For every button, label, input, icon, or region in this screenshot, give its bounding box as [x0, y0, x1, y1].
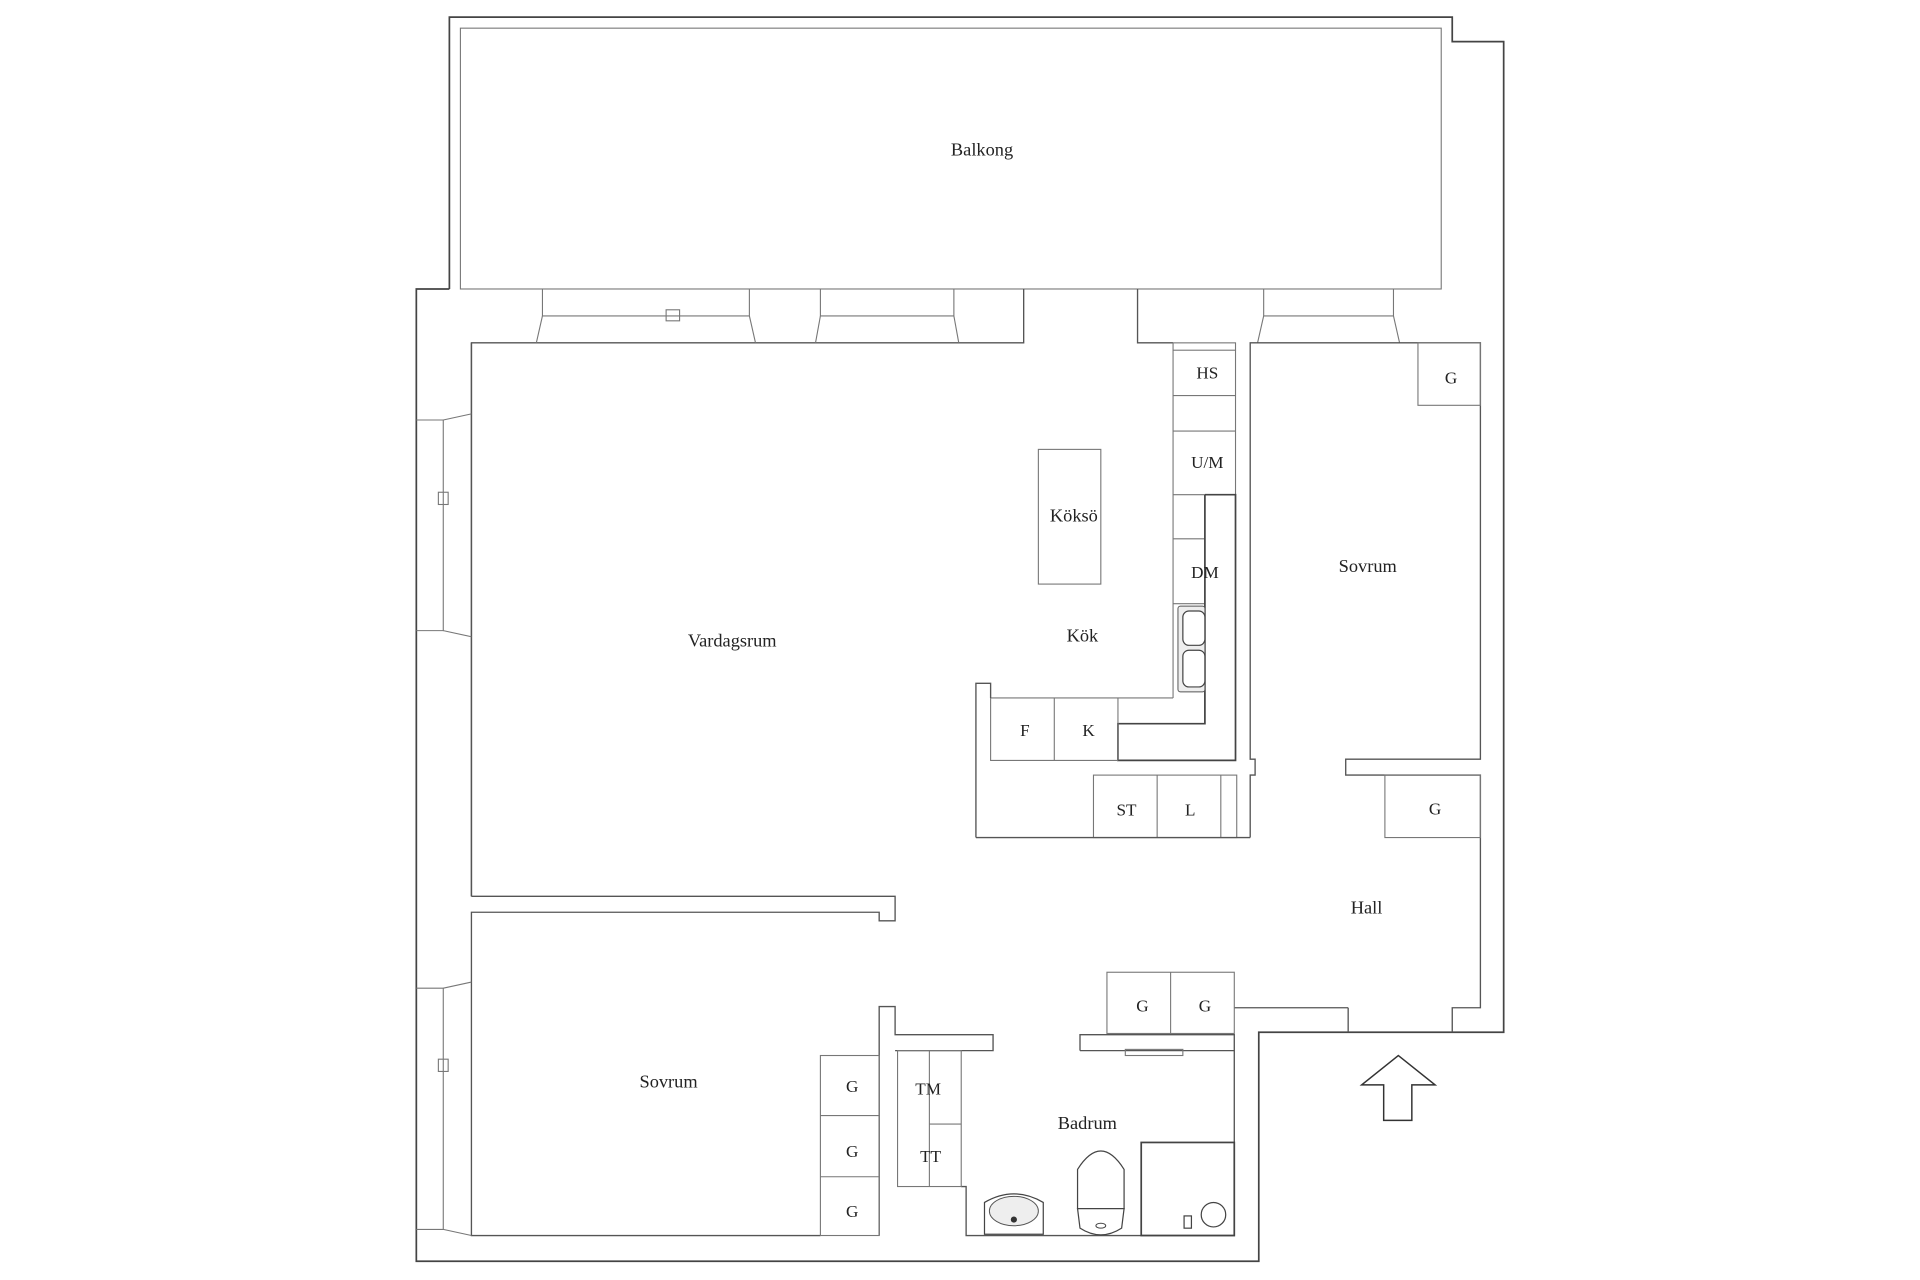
wardrobe-label: G — [1429, 799, 1441, 818]
fixture-dm: DM — [1191, 563, 1219, 582]
toilet-icon — [1076, 1150, 1125, 1236]
wardrobe-label: G — [1136, 996, 1148, 1015]
fixture-f: F — [1020, 721, 1030, 740]
wardrobe-label: G — [1445, 368, 1457, 387]
wardrobe-label: G — [846, 1142, 858, 1161]
fixture-hs: HS — [1196, 363, 1218, 382]
room-label-sovrum-bottom: Sovrum — [639, 1071, 697, 1091]
fixture-tt: TT — [920, 1147, 941, 1166]
bathroom-fixtures — [983, 1141, 1236, 1237]
room-label-sovrum-right: Sovrum — [1339, 556, 1397, 576]
wardrobe-label: G — [846, 1077, 858, 1096]
arrow-up-icon — [1359, 1054, 1438, 1122]
room-label-hall: Hall — [1351, 897, 1383, 917]
kitchen-island — [1037, 448, 1102, 585]
room-label-vardagsrum: Vardagsrum — [688, 631, 777, 651]
room-label-kok: Kök — [1067, 626, 1099, 646]
fixture-l: L — [1185, 801, 1195, 820]
wardrobe-label: G — [1199, 996, 1211, 1015]
balcony — [415, 16, 1505, 1263]
room-label-balkong: Balkong — [951, 140, 1013, 160]
fixture-tm: TM — [915, 1080, 941, 1099]
washbasin-icon — [983, 1193, 1044, 1235]
fixture-k: K — [1082, 721, 1095, 740]
room-label-koksö: Köksö — [1050, 506, 1098, 526]
fixture-um: U/M — [1191, 453, 1223, 472]
interior-walls — [416, 288, 1482, 1237]
room-label-badrum: Badrum — [1058, 1113, 1117, 1133]
fixture-st: ST — [1117, 801, 1138, 820]
shower-icon — [1140, 1141, 1236, 1237]
wardrobe-label: G — [846, 1202, 858, 1221]
